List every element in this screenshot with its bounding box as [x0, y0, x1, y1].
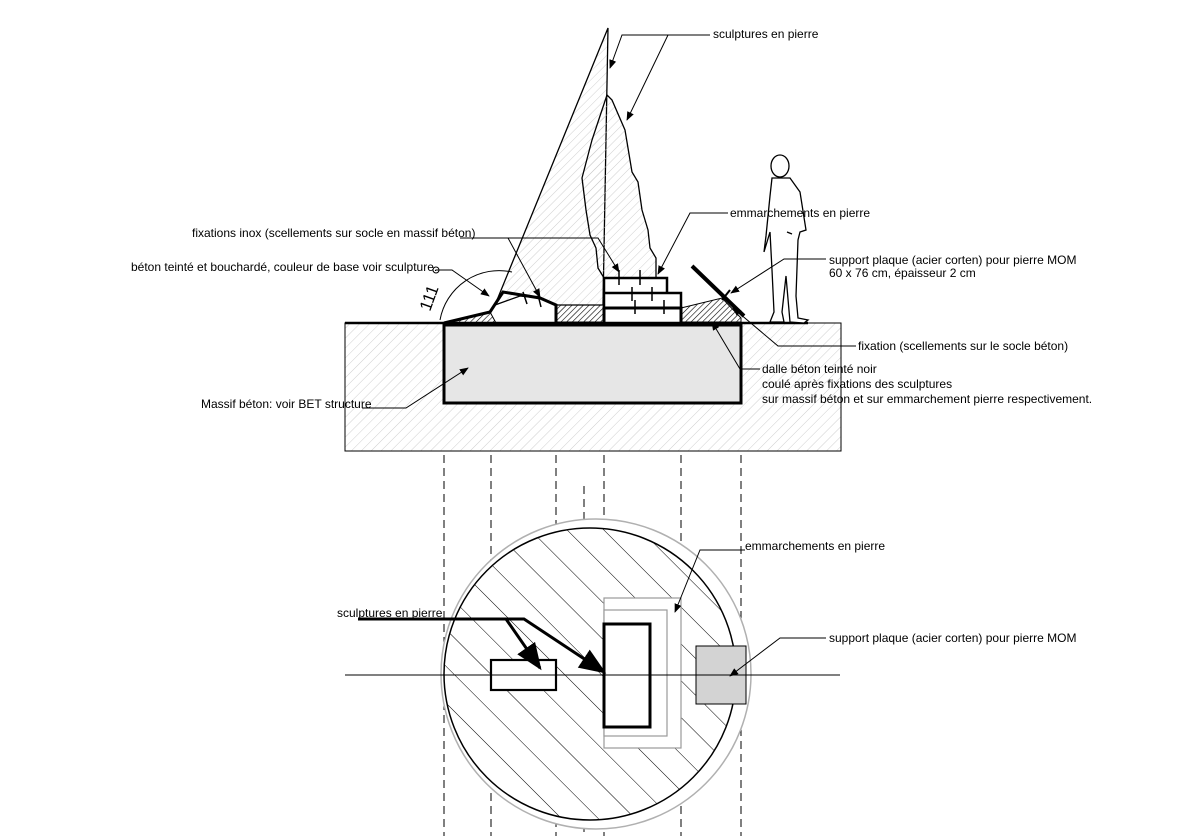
angle-arc — [439, 270, 513, 321]
label-support-plaque: support plaque (acier corten) pour pierr… — [829, 253, 1076, 267]
angle-value: 111 — [416, 283, 443, 314]
section-leaders — [362, 34, 856, 409]
label-fixations-inox: fixations inox (scellements sur socle en… — [192, 226, 475, 240]
label-massif: Massif béton: voir BET structure — [201, 397, 372, 411]
support-plaque-leg — [721, 289, 731, 301]
plan-leaders — [358, 549, 826, 677]
label-dalle-1: dalle béton teinté noir — [762, 362, 877, 376]
label-dalle-2: coulé après fixations des sculptures — [762, 377, 952, 391]
plan-label-sculptures: sculptures en pierre — [337, 606, 443, 620]
massif-beton — [442, 323, 743, 405]
plan-label-emmarchements: emmarchements en pierre — [745, 539, 885, 553]
label-sculptures: sculptures en pierre — [713, 27, 819, 41]
sculpture-spire — [581, 93, 657, 279]
label-fixation: fixation (scellements sur le socle béton… — [858, 339, 1068, 353]
label-emmarchements: emmarchements en pierre — [730, 206, 870, 220]
section-view: 111 sculptu — [131, 27, 1092, 452]
dalle-beton-mid — [555, 304, 605, 324]
plan-view: emmarchements en pierre sculptures en pi… — [337, 518, 1076, 830]
step-lower — [602, 291, 683, 310]
label-beton-teinte: béton teinté et bouchardé, couleur de ba… — [131, 260, 437, 274]
plan-label-support-plaque: support plaque (acier corten) pour pierr… — [829, 631, 1076, 645]
label-dalle-3: sur massif béton et sur emmarchement pie… — [762, 392, 1092, 406]
step-upper — [602, 276, 669, 296]
socle-outline — [443, 290, 741, 325]
human-figure-icon — [763, 154, 810, 324]
label-support-plaque-dim: 60 x 76 cm, épaisseur 2 cm — [829, 266, 976, 280]
plan-disc — [443, 527, 737, 821]
